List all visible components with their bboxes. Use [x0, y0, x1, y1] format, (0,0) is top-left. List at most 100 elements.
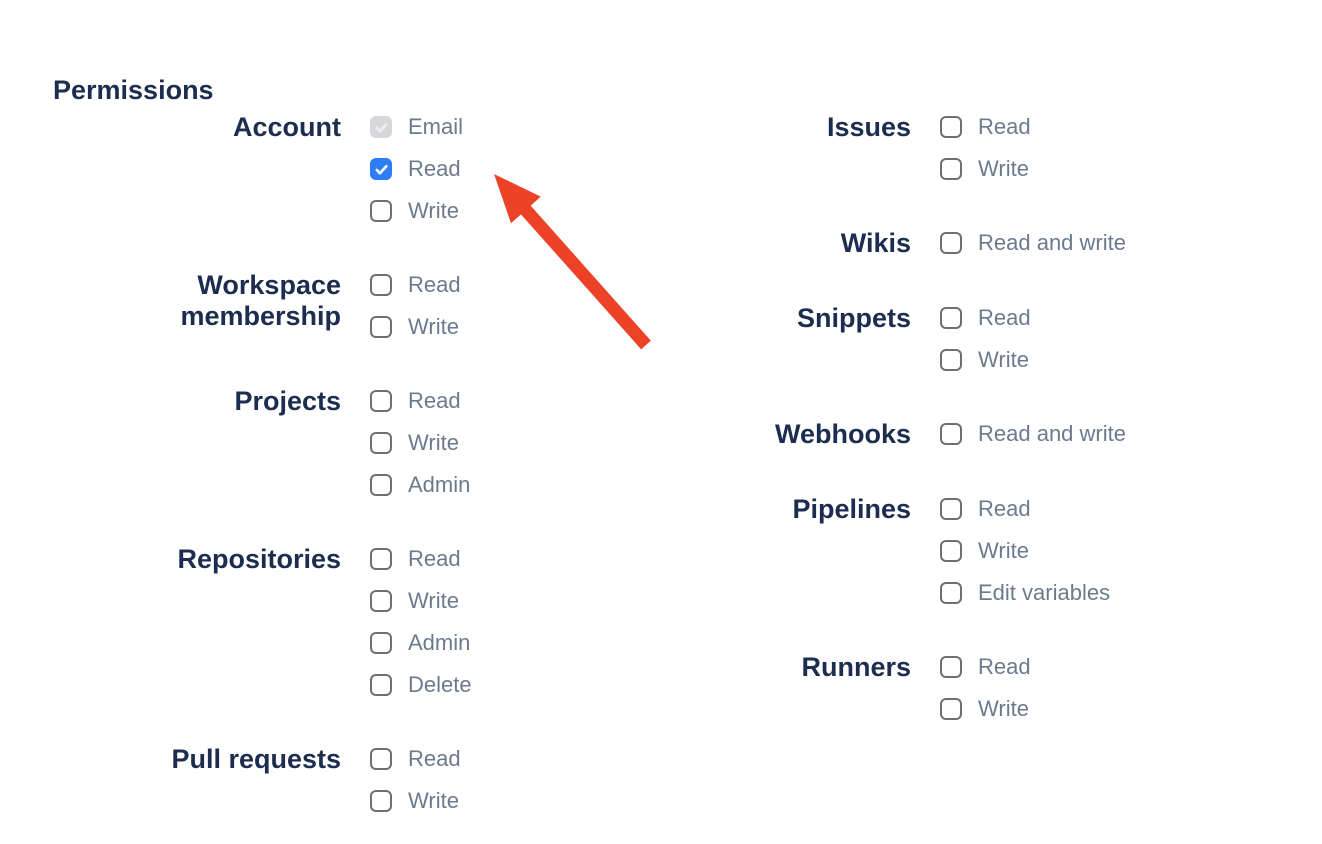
checkbox-repositories-admin[interactable] [370, 632, 392, 654]
permission-option-label: Write [408, 788, 459, 813]
permission-option-label: Write [408, 430, 459, 455]
permission-group-label-runners: Runners [801, 652, 911, 682]
checkbox-account-read[interactable] [370, 158, 392, 180]
checkbox-workspace-membership-write[interactable] [370, 316, 392, 338]
permission-option-runners-read[interactable]: Read [940, 652, 1031, 682]
annotation-arrow-icon [494, 174, 651, 350]
checkbox-projects-admin[interactable] [370, 474, 392, 496]
permission-option-repositories-admin[interactable]: Admin [370, 628, 472, 658]
permission-option-label: Write [408, 314, 459, 339]
permission-group-label-projects: Projects [234, 386, 341, 416]
permission-option-workspace-membership-read[interactable]: Read [370, 270, 461, 300]
checkbox-pull-requests-read[interactable] [370, 748, 392, 770]
permission-option-pull-requests-write[interactable]: Write [370, 786, 461, 816]
permission-options-wikis: Read and write [940, 228, 1126, 258]
checkmark-icon [375, 164, 388, 175]
permission-group-label-pipelines: Pipelines [792, 494, 911, 524]
permission-group-label-account: Account [233, 112, 341, 142]
checkbox-pipelines-write[interactable] [940, 540, 962, 562]
permission-option-pipelines-edit-variables[interactable]: Edit variables [940, 578, 1110, 608]
permission-option-label: Read [978, 496, 1031, 521]
permission-group-label-workspace-membership: Workspace membership [180, 270, 341, 331]
checkbox-projects-write[interactable] [370, 432, 392, 454]
permission-option-issues-write[interactable]: Write [940, 154, 1031, 184]
permission-option-account-read[interactable]: Read [370, 154, 463, 184]
permission-option-issues-read[interactable]: Read [940, 112, 1031, 142]
permission-option-snippets-read[interactable]: Read [940, 303, 1031, 333]
permission-option-account-email: Email [370, 112, 463, 142]
permission-option-label: Read [408, 746, 461, 771]
permission-option-label: Email [408, 114, 464, 139]
permission-option-label: Edit variables [978, 580, 1111, 605]
checkbox-account-write[interactable] [370, 200, 392, 222]
permission-group-label-pull-requests: Pull requests [171, 744, 341, 774]
checkbox-runners-write[interactable] [940, 698, 962, 720]
checkbox-issues-read[interactable] [940, 116, 962, 138]
permissions-heading: Permissions [53, 75, 214, 105]
permission-option-label: Admin [408, 630, 471, 655]
checkbox-pipelines-edit-variables[interactable] [940, 582, 962, 604]
permission-group-label-webhooks: Webhooks [774, 419, 911, 449]
checkbox-account-email [370, 116, 392, 138]
checkbox-repositories-read[interactable] [370, 548, 392, 570]
permission-option-label: Read [408, 546, 461, 571]
permission-option-pipelines-write[interactable]: Write [940, 536, 1110, 566]
permission-option-label: Write [978, 696, 1029, 721]
permission-option-label: Read [408, 388, 461, 413]
checkbox-runners-read[interactable] [940, 656, 962, 678]
checkbox-snippets-read[interactable] [940, 307, 962, 329]
permission-option-label: Write [978, 347, 1029, 372]
checkbox-repositories-write[interactable] [370, 590, 392, 612]
permission-option-label: Read and write [978, 421, 1126, 446]
permission-option-projects-read[interactable]: Read [370, 386, 470, 416]
checkbox-issues-write[interactable] [940, 158, 962, 180]
permission-option-account-write[interactable]: Write [370, 196, 463, 226]
permission-option-projects-write[interactable]: Write [370, 428, 470, 458]
checkbox-snippets-write[interactable] [940, 349, 962, 371]
permission-option-workspace-membership-write[interactable]: Write [370, 312, 461, 342]
permission-group-label-snippets: Snippets [796, 303, 911, 333]
permission-option-pipelines-read[interactable]: Read [940, 494, 1110, 524]
permission-option-snippets-write[interactable]: Write [940, 345, 1031, 375]
checkbox-pipelines-read[interactable] [940, 498, 962, 520]
permission-option-label: Write [408, 588, 459, 613]
permission-option-label: Read [978, 114, 1031, 139]
permission-group-webhooks: Webhooks Read and write [623, 419, 1126, 450]
checkbox-webhooks-read-and-write[interactable] [940, 423, 962, 445]
permission-option-runners-write[interactable]: Write [940, 694, 1031, 724]
permission-option-pull-requests-read[interactable]: Read [370, 744, 461, 774]
checkbox-projects-read[interactable] [370, 390, 392, 412]
checkbox-wikis-read-and-write[interactable] [940, 232, 962, 254]
permission-option-label: Write [978, 156, 1029, 181]
permission-option-webhooks-read-and-write[interactable]: Read and write [940, 419, 1126, 449]
permission-option-repositories-read[interactable]: Read [370, 544, 472, 574]
checkbox-workspace-membership-read[interactable] [370, 274, 392, 296]
permission-option-wikis-read-and-write[interactable]: Read and write [940, 228, 1126, 258]
permission-group-label-issues: Issues [826, 112, 911, 142]
checkbox-pull-requests-write[interactable] [370, 790, 392, 812]
permission-option-label: Read [978, 305, 1031, 330]
permission-option-projects-admin[interactable]: Admin [370, 470, 470, 500]
checkbox-repositories-delete[interactable] [370, 674, 392, 696]
permission-option-label: Read and write [978, 230, 1126, 255]
permission-option-label: Admin [408, 472, 471, 497]
permission-option-repositories-delete[interactable]: Delete [370, 670, 472, 700]
permission-option-label: Delete [408, 672, 472, 697]
permission-option-label: Read [408, 156, 461, 181]
permission-option-repositories-write[interactable]: Write [370, 586, 472, 616]
